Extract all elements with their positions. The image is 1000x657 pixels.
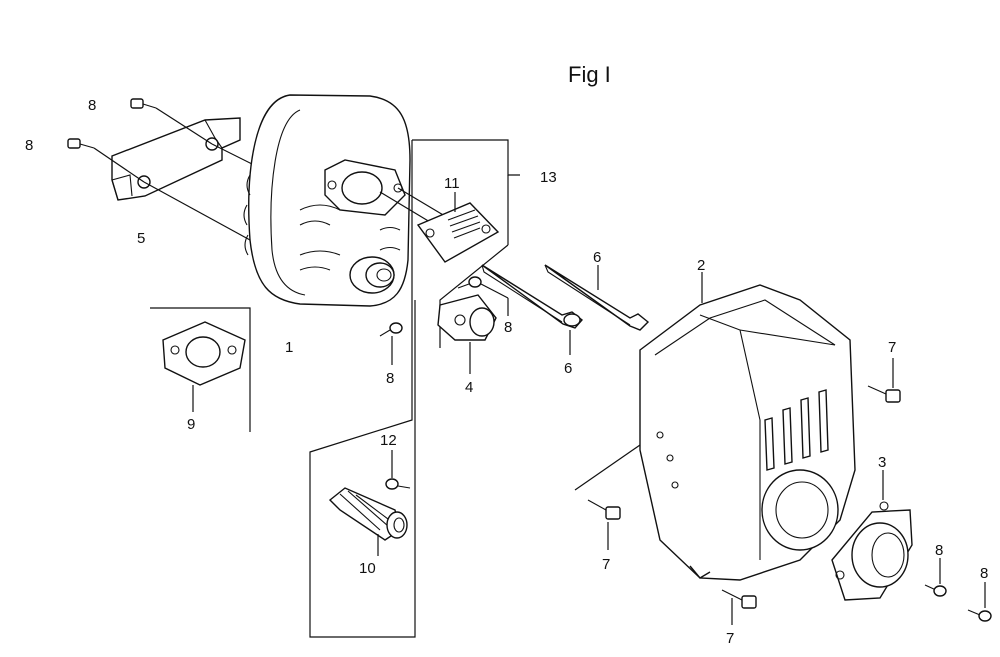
screw-12	[385, 478, 411, 490]
bolt-7-right	[867, 385, 901, 403]
spark-arrester-plate	[416, 202, 500, 263]
callout-13: 13	[540, 169, 557, 186]
bolt-7-left	[587, 499, 621, 520]
bolt-8-top	[130, 98, 157, 109]
bolt-7-bottom	[721, 589, 757, 609]
screw-8-clamp	[457, 276, 482, 289]
callout-2: 2	[697, 257, 705, 274]
muffler-bracket	[111, 117, 241, 201]
muffler-gasket	[162, 321, 246, 386]
group-bracket-13	[412, 139, 520, 176]
bolt-6-long	[544, 264, 650, 331]
callout-8: 8	[935, 542, 943, 559]
figure-title: Fig I	[568, 62, 611, 87]
callout-8: 8	[980, 565, 988, 582]
callout-8: 8	[386, 370, 394, 387]
callout-7: 7	[602, 556, 610, 573]
callout-6: 6	[564, 360, 572, 377]
callout-10: 10	[359, 560, 376, 577]
bolt-8-left	[67, 138, 95, 149]
callout-12: 12	[380, 432, 397, 449]
callout-8: 8	[88, 97, 96, 114]
callout-6: 6	[593, 249, 601, 266]
spark-arrester-screen	[328, 487, 408, 541]
gasket-frame	[150, 307, 251, 432]
exhaust-deflector	[831, 501, 913, 601]
screw-8-deflector-a	[924, 584, 947, 597]
callout-8: 8	[25, 137, 33, 154]
callout-1: 1	[285, 339, 293, 356]
callout-5: 5	[137, 230, 145, 247]
muffler-body	[243, 94, 411, 307]
muffler-protector	[639, 284, 856, 581]
screw-8-deflector-b	[967, 609, 992, 622]
bolt-6-short	[481, 264, 584, 329]
screw-8-muffler	[379, 322, 403, 337]
callout-7: 7	[726, 630, 734, 647]
callout-11: 11	[444, 175, 460, 192]
callout-7: 7	[888, 339, 896, 356]
pipe-clamp	[437, 294, 497, 341]
callout-3: 3	[878, 454, 886, 471]
callout-9: 9	[187, 416, 195, 433]
callout-4: 4	[465, 379, 473, 396]
callout-8: 8	[504, 319, 512, 336]
